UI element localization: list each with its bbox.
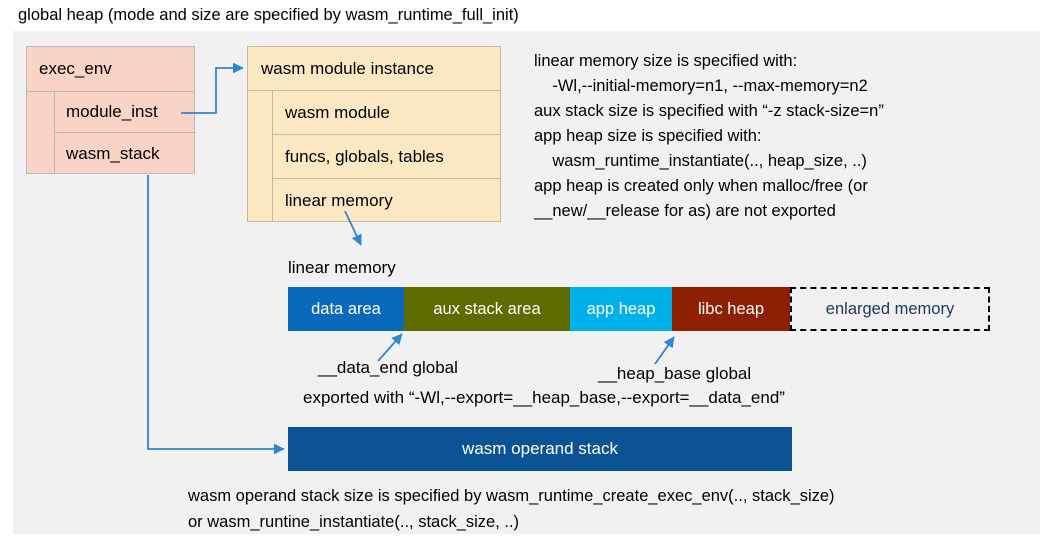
linear-memory-label: linear memory	[288, 258, 396, 277]
module-instance-row-linear-memory: linear memory	[285, 191, 393, 210]
segment-enlarged-memory: enlarged memory	[790, 287, 990, 331]
exec-env-gutter	[27, 92, 55, 174]
exec-env-box: exec_env module_inst wasm_stack	[26, 46, 196, 174]
annotation-heap-base: __heap_base global	[598, 364, 752, 383]
exec-env-header: exec_env	[27, 47, 194, 92]
segment-aux-stack-area: aux stack area	[404, 287, 570, 331]
annotation-data-end: __data_end global	[318, 358, 458, 377]
module-instance-row-wasm-module: wasm module	[273, 91, 500, 135]
segment-libc-heap: libc heap	[672, 287, 790, 331]
module-instance-row-funcs-globals-tables: funcs, globals, tables	[273, 135, 500, 179]
page-title: global heap (mode and size are specified…	[18, 6, 519, 24]
notes-text: linear memory size is specified with: -W…	[534, 52, 884, 220]
wasm-module-instance-box: wasm module instance wasm module funcs, …	[247, 46, 501, 222]
segment-data-area: data area	[288, 287, 404, 331]
module-instance-gutter	[248, 91, 273, 221]
wasm-operand-stack-bar: wasm operand stack	[288, 427, 792, 471]
exec-env-row-module-inst: module_inst	[55, 92, 196, 133]
segment-app-heap: app heap	[570, 287, 672, 331]
annotation-exported-with: exported with “-Wl,--export=__heap_base,…	[303, 388, 785, 407]
module-instance-header: wasm module instance	[248, 47, 500, 91]
exec-env-row-wasm-stack: wasm_stack	[66, 143, 160, 163]
operand-stack-footer-text: wasm operand stack size is specified by …	[188, 487, 835, 531]
linear-memory-bar: data area aux stack area app heap libc h…	[288, 287, 990, 331]
